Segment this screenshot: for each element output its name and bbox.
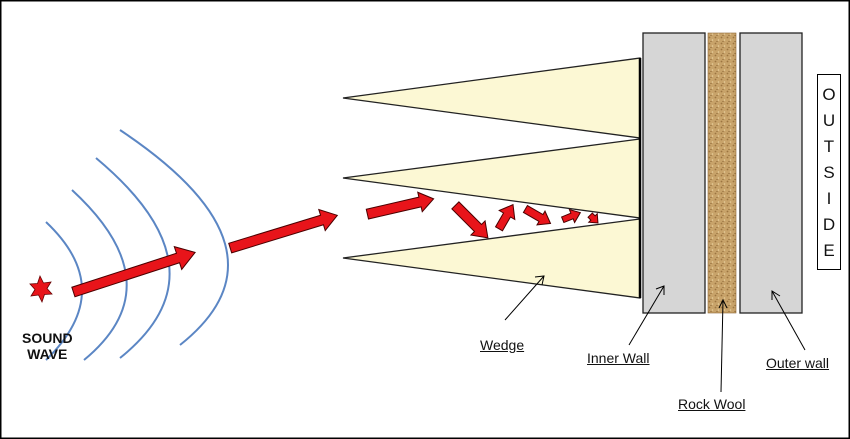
sound-wave-label: SOUND WAVE <box>22 330 73 362</box>
sound-wave-label-line1: SOUND <box>22 330 73 346</box>
outside-label-box: O U T S I D E <box>817 74 841 270</box>
red-arrow-icon <box>228 208 339 254</box>
outside-letter: D <box>822 214 836 234</box>
star-burst-icon <box>29 274 53 304</box>
red-arrows <box>71 191 599 298</box>
rock-wool-label: Rock Wool <box>678 396 746 412</box>
outside-letter: O <box>822 84 836 104</box>
wedge-label: Wedge <box>480 337 525 353</box>
red-arrow-icon <box>365 191 435 220</box>
red-arrow-icon <box>71 245 196 298</box>
rock-wool <box>707 32 737 314</box>
wave-arc-3 <box>95 157 171 359</box>
outside-letter: U <box>822 110 836 130</box>
pointers <box>504 275 806 393</box>
inner-wall <box>642 32 706 314</box>
outer-wall-label: Outer wall <box>766 355 830 371</box>
outer-wall <box>739 32 803 314</box>
red-arrow-icon <box>494 203 516 232</box>
outside-letter: E <box>823 240 835 260</box>
red-arrow-icon <box>451 201 489 239</box>
outside-letter: T <box>823 136 835 156</box>
red-arrow-icon <box>560 208 582 224</box>
wave-arc-4 <box>119 129 229 346</box>
sound-wave-label-line2: WAVE <box>27 346 68 362</box>
wedge-top <box>342 57 641 139</box>
outside-letter: S <box>823 162 835 182</box>
wedge-bottom <box>342 218 641 299</box>
outside-letter: I <box>826 188 832 208</box>
red-arrow-icon <box>587 212 599 224</box>
red-arrow-icon <box>522 204 552 226</box>
inner-wall-label: Inner Wall <box>587 350 650 366</box>
